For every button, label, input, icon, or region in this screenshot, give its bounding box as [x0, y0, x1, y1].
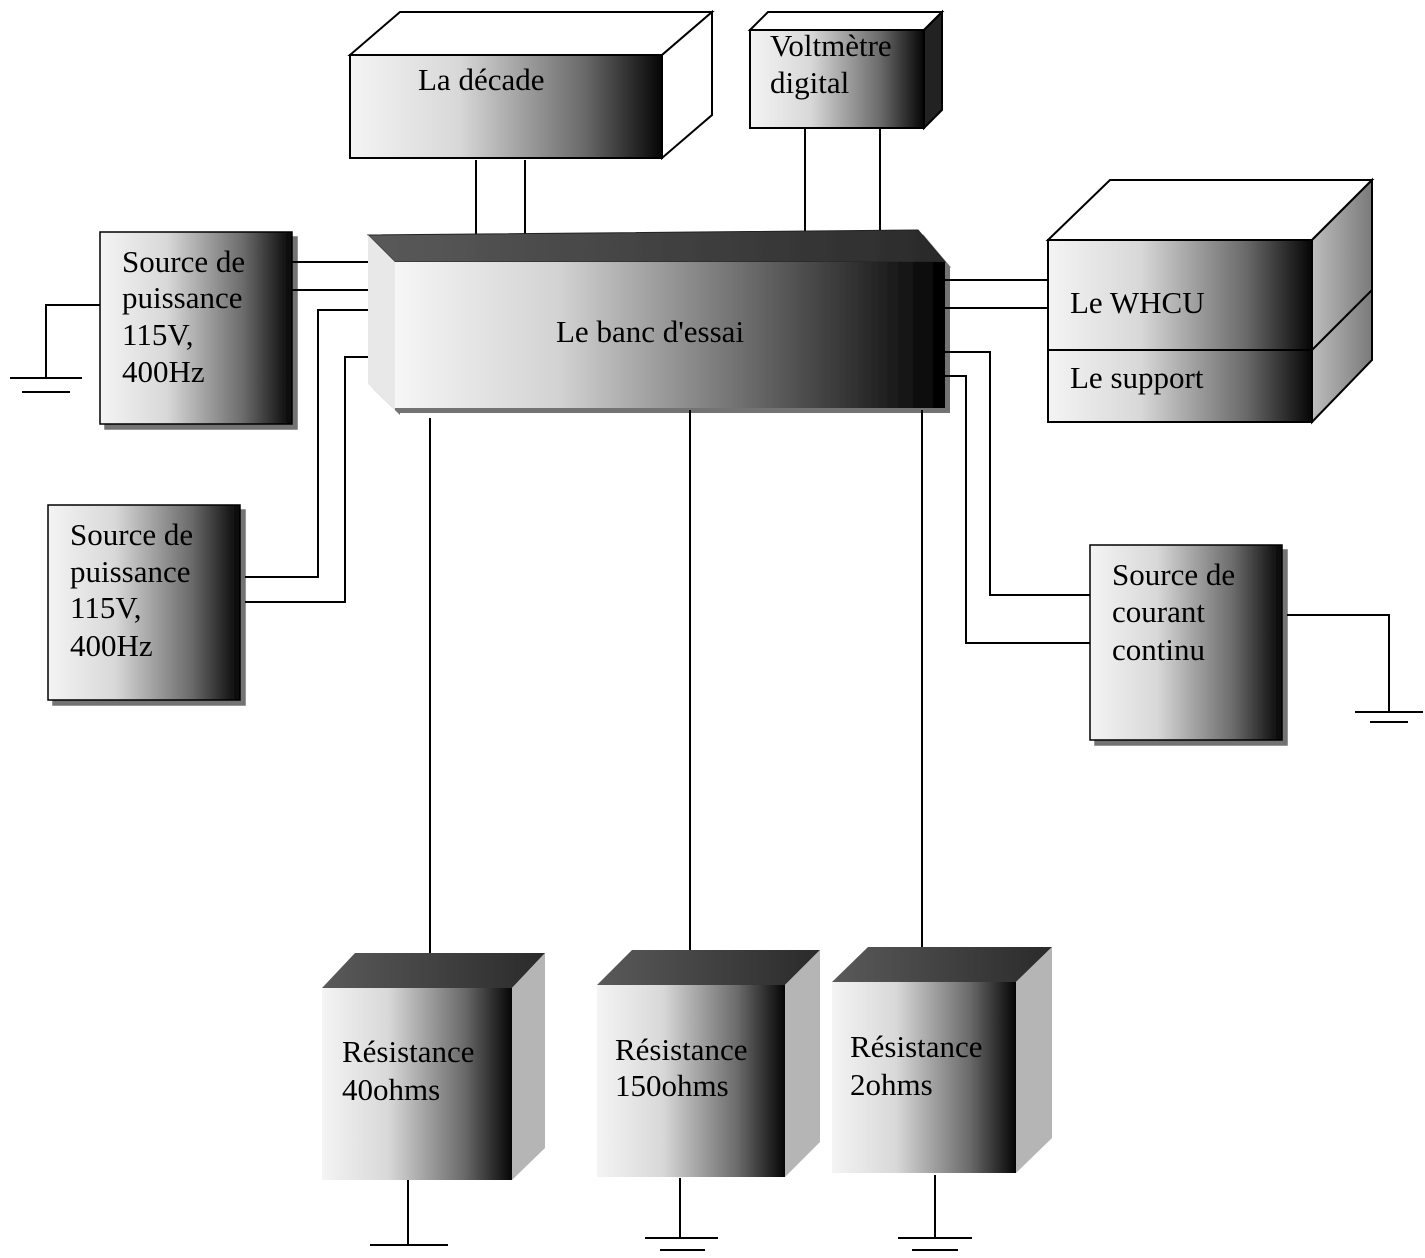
- resistance-150-block: Résistance 150ohms: [597, 950, 820, 1177]
- power-source-2-label: Source de puissance 115V, 400Hz: [70, 517, 201, 663]
- decade-label: La décade: [418, 62, 544, 97]
- voltmeter-label: Voltmètre digital: [770, 28, 899, 100]
- decade-block: La décade: [347, 9, 715, 161]
- whcu-label: Le WHCU: [1070, 285, 1205, 320]
- resistance-150-label: Résistance 150ohms: [615, 1032, 755, 1103]
- power-source-1-label: Source de puissance 115V, 400Hz: [122, 244, 253, 389]
- resistance-40-label: Résistance 40ohms: [342, 1034, 482, 1107]
- test-bench-label: Le banc d'essai: [556, 314, 744, 349]
- ground-resistance-150-icon: [645, 1178, 718, 1251]
- ground-resistance-2-icon: [898, 1175, 972, 1251]
- connection-wires: [245, 128, 1090, 972]
- dc-source-label: Source de courant continu: [1112, 557, 1243, 667]
- support-block: Le support: [1047, 349, 1313, 423]
- test-bench-block: Le banc d'essai: [366, 229, 947, 410]
- ground-source-courant-icon: [1287, 614, 1423, 723]
- resistance-2-block: Résistance 2ohms: [832, 947, 1052, 1173]
- ground-resistance-40-icon: [370, 1180, 448, 1246]
- power-source-2-block: Source de puissance 115V, 400Hz: [47, 504, 241, 701]
- support-label: Le support: [1070, 360, 1204, 395]
- voltmeter-block: Voltmètre digital: [747, 9, 945, 131]
- dc-source-block: Source de courant continu: [1089, 544, 1283, 741]
- ground-source-puissance-1-icon: [10, 304, 100, 393]
- resistance-2-label: Résistance 2ohms: [850, 1029, 990, 1102]
- resistance-40-block: Résistance 40ohms: [322, 953, 545, 1180]
- whcu-block: Le WHCU: [1045, 177, 1375, 425]
- power-source-1-block: Source de puissance 115V, 400Hz: [99, 231, 293, 425]
